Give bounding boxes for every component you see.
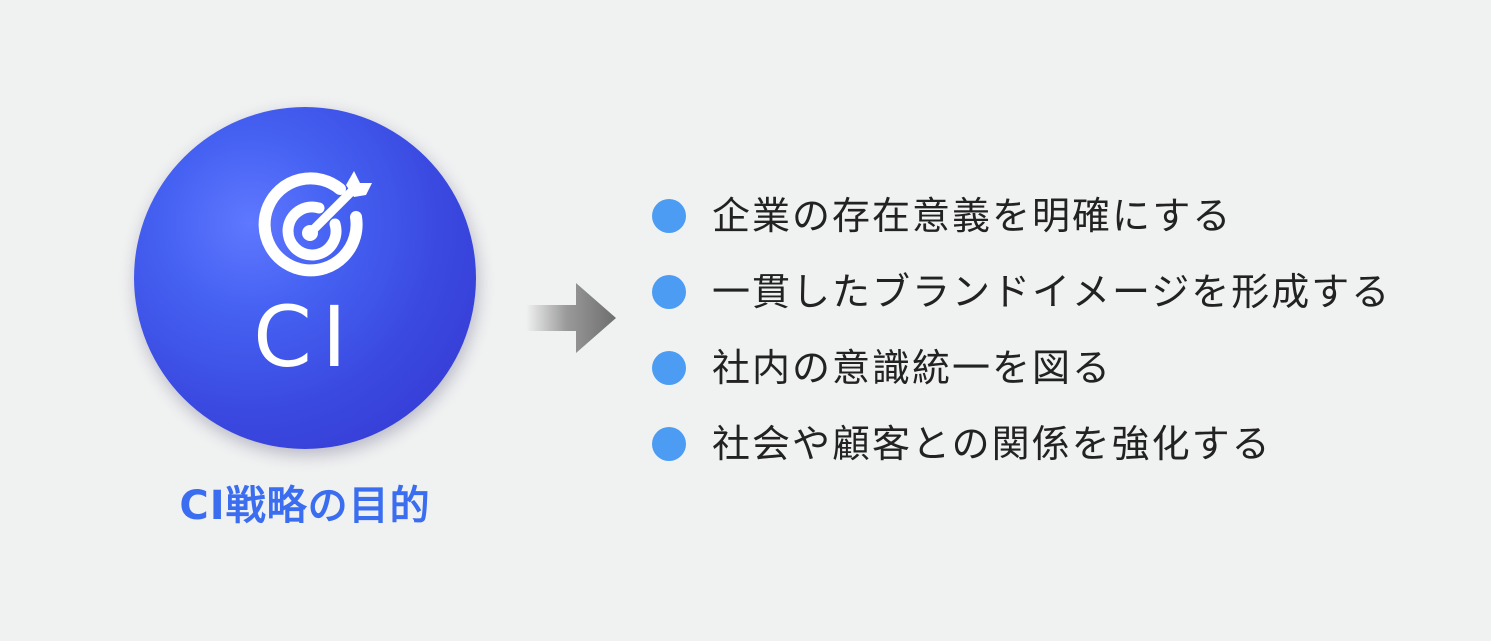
purpose-list: 企業の存在意義を明確にする 一貫したブランドイメージを形成する 社内の意識統一を…: [652, 178, 1391, 482]
list-item: 社会や顧客との関係を強化する: [652, 406, 1391, 482]
list-item-text: 一貫したブランドイメージを形成する: [712, 270, 1392, 314]
diagram-caption: CI戦略の目的: [179, 483, 431, 529]
target-arrow-icon: [258, 171, 372, 277]
bullet-dot-icon: [652, 199, 686, 233]
list-item-text: 社内の意識統一を図る: [712, 346, 1113, 390]
ci-badge: CI: [134, 107, 476, 449]
list-item: 一貫したブランドイメージを形成する: [652, 254, 1391, 330]
bullet-dot-icon: [652, 275, 686, 309]
bullet-dot-icon: [652, 427, 686, 461]
list-item-text: 社会や顧客との関係を強化する: [712, 422, 1272, 466]
bullet-dot-icon: [652, 351, 686, 385]
list-item-text: 企業の存在意義を明確にする: [712, 194, 1233, 238]
list-item: 企業の存在意義を明確にする: [652, 178, 1391, 254]
list-item: 社内の意識統一を図る: [652, 330, 1391, 406]
right-arrow-icon: [526, 283, 616, 353]
ci-label: CI: [253, 288, 357, 386]
